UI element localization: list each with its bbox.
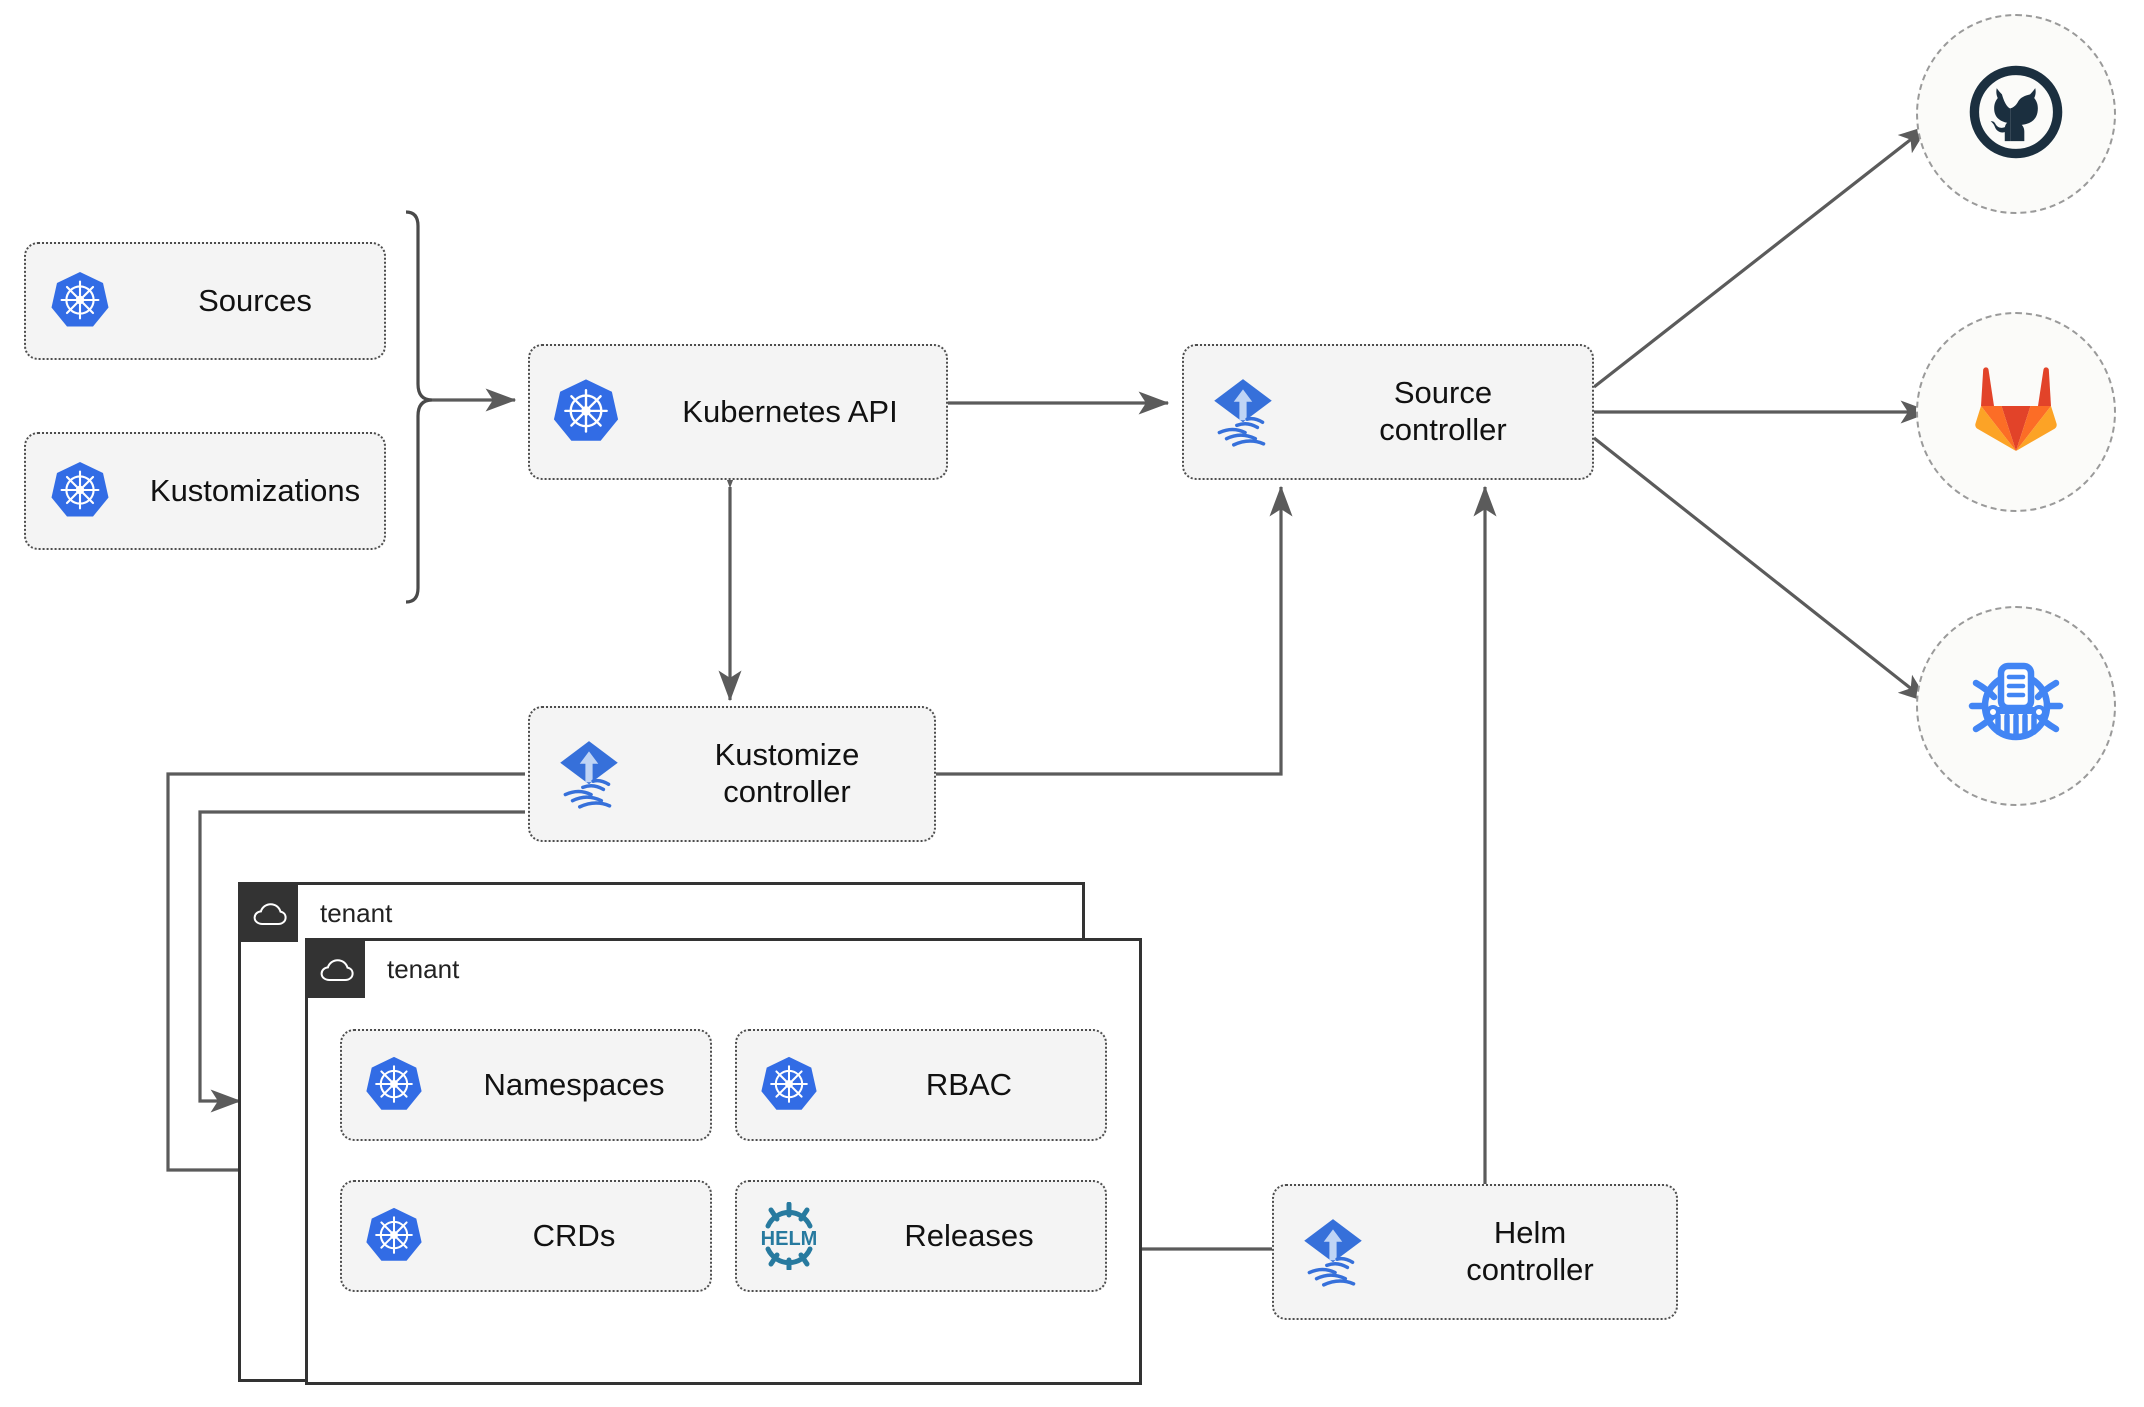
edge-kustomize-to-source-controller xyxy=(936,485,1293,776)
node-helm-controller[interactable]: Helm controller xyxy=(1272,1184,1678,1320)
tenant-front-titlebar: tenant xyxy=(308,941,459,998)
tenant-front-label: tenant xyxy=(387,954,460,984)
node-sources-label: Sources xyxy=(198,282,312,318)
node-rbac[interactable]: RBAC xyxy=(735,1029,1107,1141)
node-rbac-label: RBAC xyxy=(925,1066,1013,1102)
node-kubernetes-api-label: Kubernetes API xyxy=(682,393,898,429)
github-icon xyxy=(1964,60,2068,169)
helm-icon: HELM xyxy=(737,1202,841,1270)
gitlab-icon xyxy=(1969,365,2063,460)
node-kustomizations[interactable]: Kustomizations xyxy=(24,432,386,550)
kubernetes-icon xyxy=(530,376,642,448)
node-namespaces[interactable]: Namespaces xyxy=(340,1029,712,1141)
kubernetes-icon xyxy=(737,1054,841,1116)
node-releases-label: Releases xyxy=(904,1217,1034,1253)
node-source-controller[interactable]: Source controller xyxy=(1182,344,1594,480)
node-kustomizations-label: Kustomizations xyxy=(149,472,361,508)
edge-kustomize-to-tenant-front xyxy=(198,810,525,1113)
resources-brace xyxy=(405,210,433,604)
flux-icon xyxy=(530,737,648,811)
tenant-container-front: tenant xyxy=(305,938,1142,1385)
kubernetes-icon xyxy=(26,269,134,333)
node-helm-controller-label: Helm controller xyxy=(1466,1215,1594,1287)
helm-repository-icon xyxy=(1964,652,2068,761)
kubernetes-icon xyxy=(342,1054,446,1116)
node-releases[interactable]: HELM Releases xyxy=(735,1180,1107,1292)
provider-helm-repository[interactable] xyxy=(1916,606,2116,806)
node-kubernetes-api[interactable]: Kubernetes API xyxy=(528,344,948,480)
node-kustomize-controller[interactable]: Kustomize controller xyxy=(528,706,936,842)
cloud-icon xyxy=(308,941,365,998)
provider-github[interactable] xyxy=(1916,14,2116,214)
flux-icon xyxy=(1274,1215,1392,1289)
node-kustomize-controller-label: Kustomize controller xyxy=(714,737,860,809)
edge-source-controller-to-helm-repository xyxy=(1593,436,1930,704)
tenant-back-titlebar: tenant xyxy=(241,885,392,942)
node-crds-label: CRDs xyxy=(532,1217,616,1253)
flux-icon xyxy=(1184,375,1302,449)
node-source-controller-label: Source controller xyxy=(1379,375,1507,447)
kubernetes-icon xyxy=(342,1205,446,1267)
cloud-icon xyxy=(241,885,298,942)
node-crds[interactable]: CRDs xyxy=(340,1180,712,1292)
node-namespaces-label: Namespaces xyxy=(483,1066,665,1102)
kubernetes-icon xyxy=(26,459,134,523)
node-sources[interactable]: Sources xyxy=(24,242,386,360)
provider-gitlab[interactable] xyxy=(1916,312,2116,512)
svg-text:HELM: HELM xyxy=(761,1228,818,1250)
edge-source-controller-to-github xyxy=(1593,124,1930,389)
tenant-back-label: tenant xyxy=(320,898,393,928)
